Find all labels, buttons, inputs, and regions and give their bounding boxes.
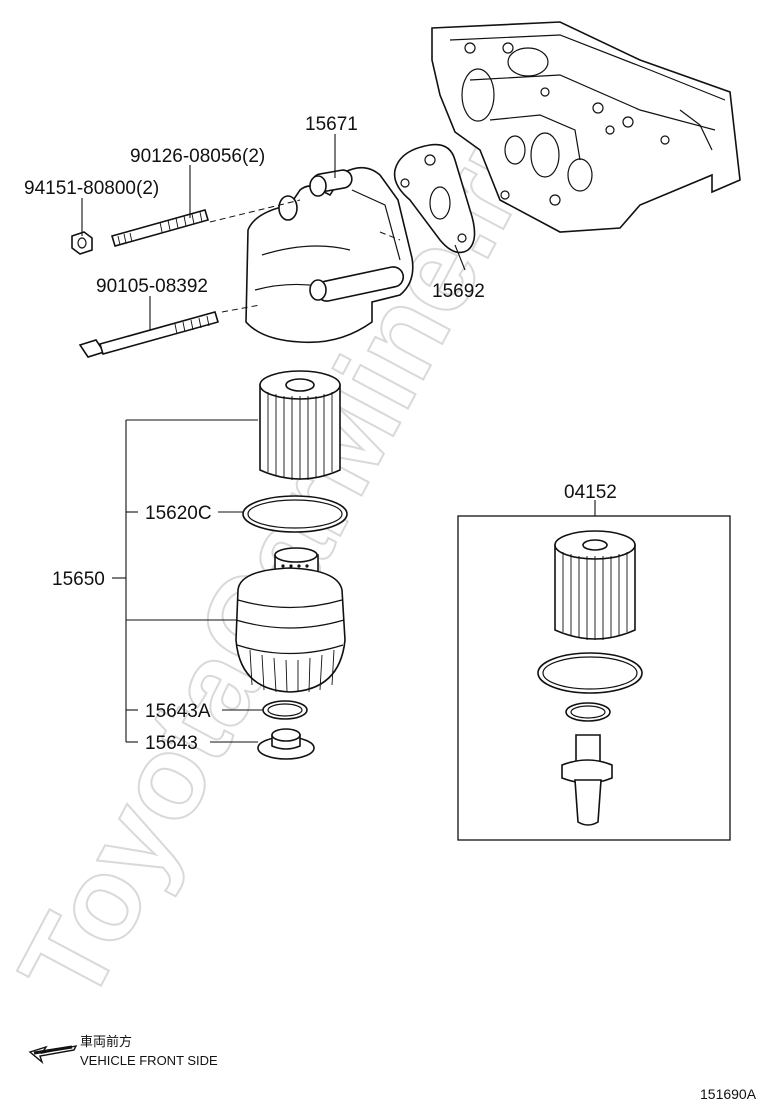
element-kit-box [457,515,731,841]
leader-lines [81,134,596,743]
bolt-part [78,311,220,358]
callout-90126: 90126-08056(2) [130,146,265,167]
filter-cap [235,547,346,693]
callout-15643a: 15643A [145,701,211,722]
orientation-en-label: VEHICLE FRONT SIDE [80,1053,218,1068]
vehicle-front-arrow-icon [28,1045,78,1065]
callout-94151: 94151-80800(2) [24,178,159,199]
callout-04152: 04152 [564,482,617,503]
callout-15692: 15692 [432,281,485,302]
filter-element [259,370,341,480]
orientation-jp-label: 車両前方 [80,1034,132,1049]
figure-number: 151690A [700,1086,757,1102]
engine-block [431,21,741,233]
drain-plug [257,728,315,760]
drain-o-ring [262,700,308,720]
o-ring [242,495,348,533]
bracket-gasket [393,143,476,254]
callout-90105: 90105-08392 [96,276,208,297]
assembly-bracket-lines [112,419,258,743]
callout-15650: 15650 [52,569,105,590]
callout-15671: 15671 [305,114,358,135]
stud-bolt-part [110,209,210,247]
nut-part [71,231,93,255]
alignment-lines [209,199,401,313]
callout-15620c: 15620C [145,503,212,524]
oil-filter-bracket [245,166,414,344]
callout-15643: 15643 [145,733,198,754]
